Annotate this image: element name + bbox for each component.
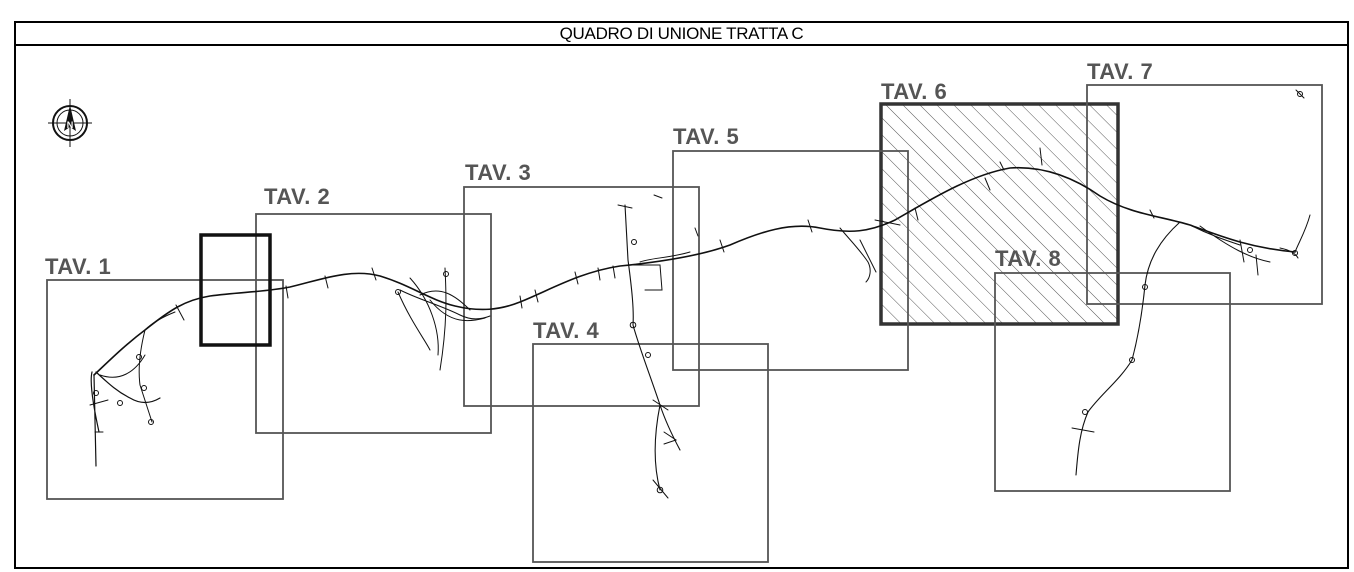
route-alignment bbox=[89, 89, 1311, 499]
sheet-label: TAV. 5 bbox=[673, 124, 739, 149]
drawing-frame: QUADRO DI UNIONE TRATTA C bbox=[14, 21, 1349, 569]
sheet-tav-2[interactable]: TAV. 2 bbox=[255, 184, 492, 434]
sheet-tav-5[interactable]: TAV. 5 bbox=[672, 124, 909, 371]
sheet-tav-7[interactable]: TAV. 7 bbox=[1086, 59, 1323, 305]
sheet-label: TAV. 7 bbox=[1087, 59, 1153, 84]
sheet-label: TAV. 8 bbox=[995, 246, 1061, 271]
sheet-tav-6[interactable]: TAV. 6 bbox=[879, 79, 1120, 326]
sheet-label: TAV. 1 bbox=[45, 254, 111, 279]
sheet-tav-1[interactable]: TAV. 1 bbox=[45, 254, 284, 500]
section-boundary bbox=[199, 233, 272, 347]
north-arrow-icon: N bbox=[48, 99, 92, 147]
north-letter: N bbox=[67, 120, 74, 130]
sheet-label: TAV. 3 bbox=[465, 160, 531, 185]
sheet-tav-3[interactable]: TAV. 3 bbox=[463, 160, 700, 407]
sheet-tav-8[interactable]: TAV. 8 bbox=[994, 246, 1231, 492]
drawing-title: QUADRO DI UNIONE TRATTA C bbox=[16, 23, 1347, 46]
sheet-label: TAV. 2 bbox=[264, 184, 330, 209]
sheet-label: TAV. 4 bbox=[533, 318, 599, 343]
sheet-label: TAV. 6 bbox=[881, 79, 947, 104]
sheet-tav-4[interactable]: TAV. 4 bbox=[532, 318, 769, 563]
